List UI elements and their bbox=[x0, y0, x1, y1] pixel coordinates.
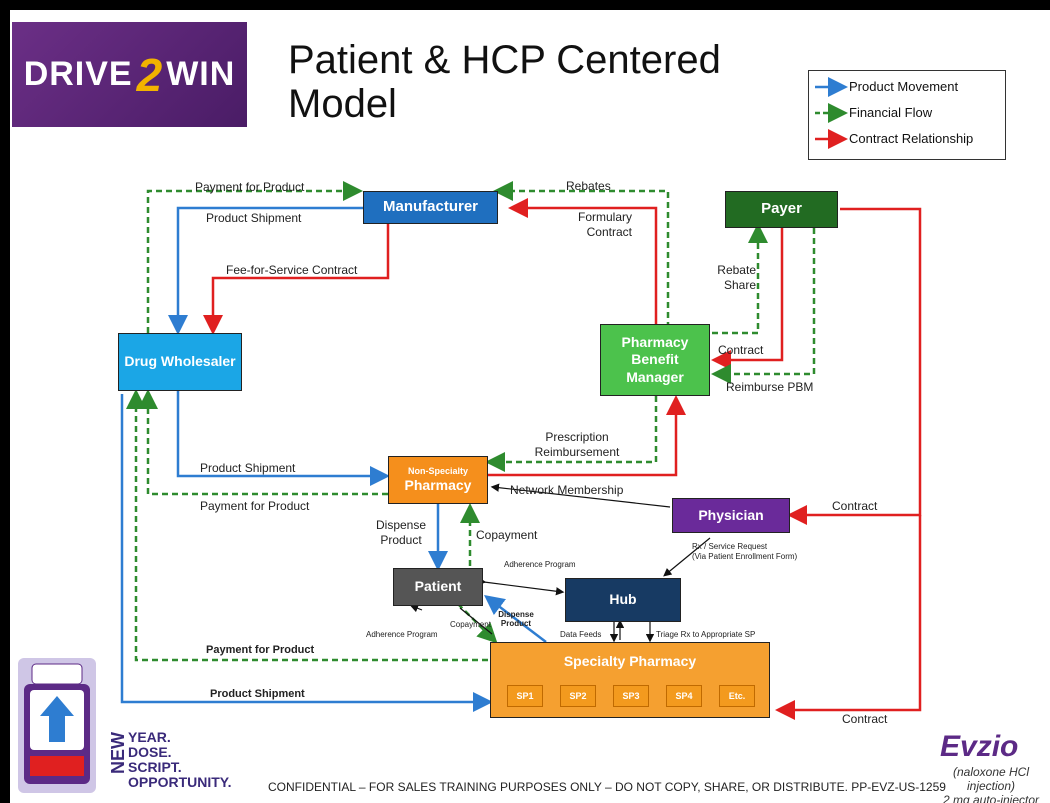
label-via-enrollment: (Via Patient Enrollment Form) bbox=[692, 552, 798, 561]
etc-box: Etc. bbox=[719, 685, 755, 707]
payer-node: Payer bbox=[725, 191, 838, 228]
reimburse-pbm-flow bbox=[711, 228, 816, 384]
sp1-box: SP1 bbox=[507, 685, 543, 707]
label-rebate-share: Rebate Share bbox=[717, 263, 756, 292]
slide: { "logo": {"left": "DRIVE", "two": "2", … bbox=[10, 10, 1050, 803]
brand-sub-2: 2 mg auto-injector bbox=[942, 793, 1040, 803]
evzio-product-image bbox=[18, 658, 96, 793]
payment-wholesaler-to-manufacturer bbox=[146, 181, 363, 333]
dispense-specialty-to-patient bbox=[484, 594, 547, 643]
pharmacy-benefit-manager-node: Pharmacy Benefit Manager bbox=[600, 324, 710, 396]
rebate-share-flow bbox=[712, 223, 768, 335]
tagline: YEAR. DOSE. SCRIPT. OPPORTUNITY. bbox=[128, 730, 231, 790]
label-copayment-small: Copayment bbox=[450, 620, 491, 629]
sp4-box: SP4 bbox=[666, 685, 702, 707]
brand-sub-1: (naloxone HCl injection) bbox=[952, 765, 1030, 793]
label-contract-pbm: Contract bbox=[718, 343, 764, 357]
tagline-new: NEW bbox=[108, 732, 128, 774]
non-specialty-pharmacy-node: Non-Specialty Pharmacy bbox=[388, 456, 488, 504]
tagline-script: SCRIPT. bbox=[128, 759, 182, 775]
copayment-to-specialty bbox=[457, 603, 498, 644]
shipment-manufacturer-to-wholesaler bbox=[168, 206, 363, 335]
adherence-left-line bbox=[459, 607, 493, 635]
adherence-program-line bbox=[477, 577, 565, 596]
label-reimburse-pbm: Reimburse PBM bbox=[726, 380, 814, 394]
legend-contract-label: Contract Relationship bbox=[849, 131, 974, 146]
rebates-flow bbox=[493, 181, 670, 328]
label-product-shipment-bottom: Product Shipment bbox=[210, 688, 305, 700]
network-contract-nonspecialty bbox=[488, 395, 686, 477]
legend-financial-label: Financial Flow bbox=[849, 105, 933, 120]
label-contract-bottom: Contract bbox=[842, 712, 888, 726]
label-triage: Triage Rx to Appropriate SP bbox=[656, 630, 756, 639]
payer-specialty-contract bbox=[775, 515, 922, 720]
label-network-membership: Network Membership bbox=[510, 483, 624, 497]
legend-product-label: Product Movement bbox=[849, 79, 959, 94]
label-payment-for-product-bottom: Payment for Product bbox=[206, 644, 315, 656]
label-dispense-product: Dispense Product bbox=[375, 518, 427, 547]
fee-for-service-contract bbox=[203, 224, 390, 335]
label-adherence-program-left: Adherence Program bbox=[366, 630, 438, 639]
label-fee-for-service: Fee-for-Service Contract bbox=[226, 263, 358, 277]
label-data-feeds: Data Feeds bbox=[560, 630, 602, 639]
adherence-left-arrow bbox=[409, 604, 423, 613]
connector-lines bbox=[120, 181, 922, 720]
shipment-wholesaler-to-specialty bbox=[120, 394, 493, 712]
non-specialty-label: Non-Specialty bbox=[407, 465, 468, 476]
label-payment-for-product-mid: Payment for Product bbox=[200, 499, 310, 513]
tagline-year: YEAR. bbox=[128, 729, 171, 745]
physician-node: Physician bbox=[672, 498, 790, 533]
logo-text-win: WIN bbox=[166, 55, 236, 93]
logo-text-drive: DRIVE bbox=[23, 55, 133, 93]
formulary-contract bbox=[508, 198, 658, 328]
auto-injector-icon bbox=[24, 663, 90, 784]
pharmacy-label: Pharmacy bbox=[404, 476, 472, 493]
confidential-footer: CONFIDENTIAL – FOR SALES TRAINING PURPOS… bbox=[268, 780, 946, 794]
tagline-dose: DOSE. bbox=[128, 744, 172, 760]
label-rx-service-request: Rx / Service Request bbox=[692, 542, 768, 551]
shipment-wholesaler-to-nonspecialty bbox=[176, 390, 390, 486]
logo-text-two: 2 bbox=[136, 48, 163, 101]
label-formulary-contract: Formulary Contract bbox=[577, 210, 632, 239]
sp3-box: SP3 bbox=[613, 685, 649, 707]
payment-nonspecialty-to-wholesaler bbox=[138, 389, 388, 496]
label-product-shipment-top: Product Shipment bbox=[206, 211, 302, 225]
label-contract-physician: Contract bbox=[832, 499, 878, 513]
label-payment-for-product-top: Payment for Product bbox=[195, 180, 305, 194]
hub-node: Hub bbox=[565, 578, 681, 622]
sp2-box: SP2 bbox=[560, 685, 596, 707]
evzio-brand-logo: Evzio bbox=[940, 730, 1019, 763]
payment-specialty-to-wholesaler bbox=[126, 389, 488, 662]
tagline-opportunity: OPPORTUNITY. bbox=[128, 774, 232, 790]
patient-node: Patient bbox=[393, 568, 483, 606]
label-copayment: Copayment bbox=[476, 528, 538, 542]
manufacturer-node: Manufacturer bbox=[363, 191, 498, 224]
payer-pbm-contract bbox=[711, 228, 784, 370]
label-dispense-product-small: Dispense Product bbox=[498, 610, 534, 628]
drive-2-win-logo: DRIVE 2 WIN bbox=[12, 22, 247, 127]
payer-physician-contract bbox=[787, 207, 922, 525]
evzio-brand-subtitle: (naloxone HCl injection) 2 mg auto-injec… bbox=[932, 765, 1050, 803]
legend: Product Movement Financial Flow Contract… bbox=[808, 70, 1006, 160]
drug-wholesaler-node: Drug Wholesaler bbox=[118, 333, 242, 391]
label-product-shipment-mid: Product Shipment bbox=[200, 461, 296, 475]
rx-service-request-line bbox=[663, 537, 711, 577]
label-prescription-reimbursement: Prescription Reimbursement bbox=[534, 430, 620, 459]
prescription-reimbursement-flow bbox=[485, 396, 658, 472]
label-rebates: Rebates bbox=[566, 179, 611, 193]
slide-title: Patient & HCP Centered Model bbox=[288, 38, 721, 126]
label-adherence-program-top: Adherence Program bbox=[504, 560, 576, 569]
network-membership-line bbox=[490, 483, 671, 508]
